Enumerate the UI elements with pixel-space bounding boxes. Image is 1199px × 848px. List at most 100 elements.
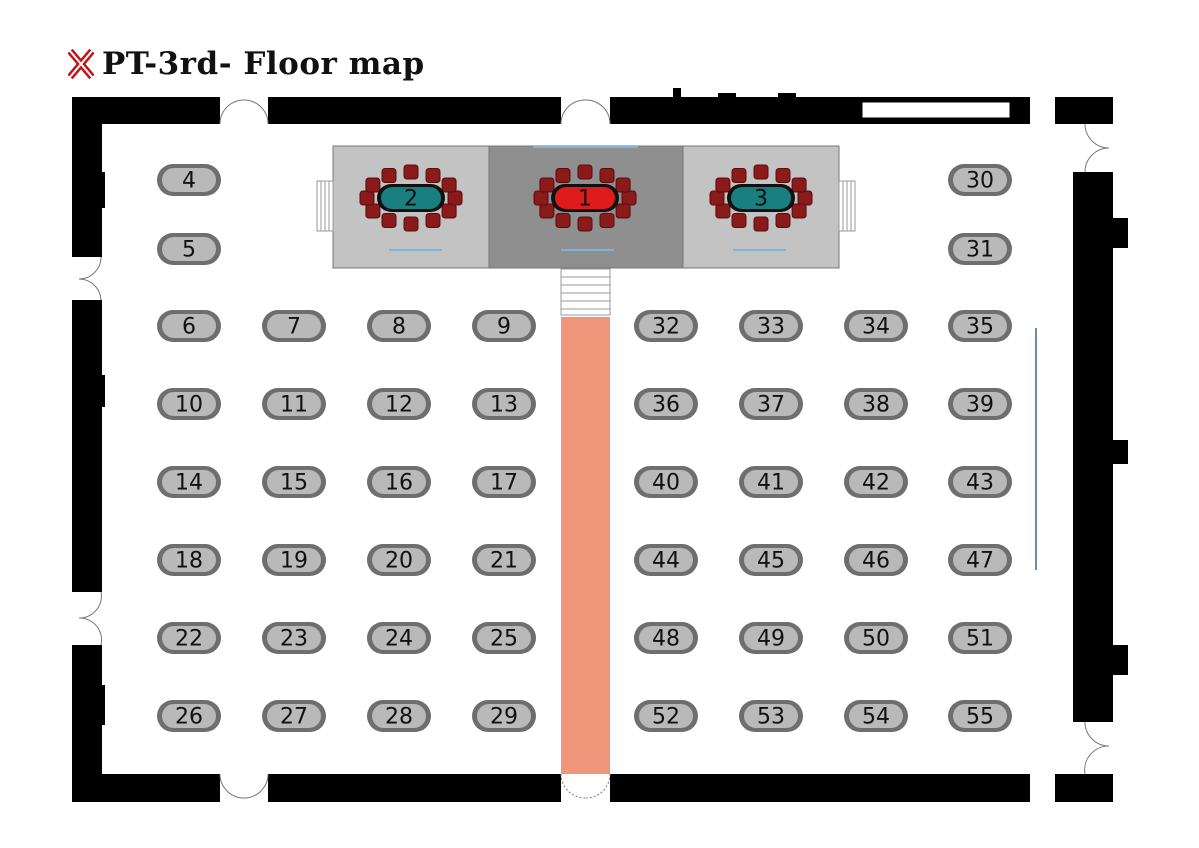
table-36[interactable]: 36 bbox=[634, 388, 698, 420]
table-label: 54 bbox=[862, 705, 890, 730]
chair-icon bbox=[791, 203, 807, 219]
table-29[interactable]: 29 bbox=[472, 700, 536, 732]
chair-icon bbox=[555, 167, 571, 183]
table-46[interactable]: 46 bbox=[844, 544, 908, 576]
table-49[interactable]: 49 bbox=[739, 622, 803, 654]
chair-icon bbox=[365, 177, 381, 193]
table-50[interactable]: 50 bbox=[844, 622, 908, 654]
table-8[interactable]: 8 bbox=[367, 310, 431, 342]
table-54[interactable]: 54 bbox=[844, 700, 908, 732]
table-32[interactable]: 32 bbox=[634, 310, 698, 342]
chair-icon bbox=[539, 203, 555, 219]
table-label: 47 bbox=[966, 549, 994, 574]
table-label: 10 bbox=[175, 393, 203, 418]
table-16[interactable]: 16 bbox=[367, 466, 431, 498]
chair-icon bbox=[447, 190, 463, 206]
table-label: 40 bbox=[652, 471, 680, 496]
table-38[interactable]: 38 bbox=[844, 388, 908, 420]
table-label: 46 bbox=[862, 549, 890, 574]
wall-window bbox=[861, 101, 1011, 119]
table-label: 43 bbox=[966, 471, 994, 496]
table-19[interactable]: 19 bbox=[262, 544, 326, 576]
table-35[interactable]: 35 bbox=[948, 310, 1012, 342]
table-12[interactable]: 12 bbox=[367, 388, 431, 420]
table-6[interactable]: 6 bbox=[157, 310, 221, 342]
table-11[interactable]: 11 bbox=[262, 388, 326, 420]
table-label: 36 bbox=[652, 393, 680, 418]
table-15[interactable]: 15 bbox=[262, 466, 326, 498]
table-40[interactable]: 40 bbox=[634, 466, 698, 498]
table-34[interactable]: 34 bbox=[844, 310, 908, 342]
x-logo-icon bbox=[68, 49, 94, 79]
table-25[interactable]: 25 bbox=[472, 622, 536, 654]
map-title-text: PT-3rd- Floor map bbox=[102, 46, 425, 82]
chair-icon bbox=[753, 216, 769, 232]
table-label: 12 bbox=[385, 393, 413, 418]
table-26[interactable]: 26 bbox=[157, 700, 221, 732]
chair-icon bbox=[381, 213, 397, 229]
table-7[interactable]: 7 bbox=[262, 310, 326, 342]
table-55[interactable]: 55 bbox=[948, 700, 1012, 732]
chair-icon bbox=[425, 167, 441, 183]
table-label: 45 bbox=[757, 549, 785, 574]
table-label: 37 bbox=[757, 393, 785, 418]
table-41[interactable]: 41 bbox=[739, 466, 803, 498]
table-21[interactable]: 21 bbox=[472, 544, 536, 576]
table-9[interactable]: 9 bbox=[472, 310, 536, 342]
table-13[interactable]: 13 bbox=[472, 388, 536, 420]
chair-icon bbox=[425, 213, 441, 229]
table-24[interactable]: 24 bbox=[367, 622, 431, 654]
table-label: 35 bbox=[966, 315, 994, 340]
table-53[interactable]: 53 bbox=[739, 700, 803, 732]
table-label: 27 bbox=[280, 705, 308, 730]
chair-icon bbox=[775, 167, 791, 183]
chair-icon bbox=[381, 167, 397, 183]
table-4[interactable]: 4 bbox=[157, 164, 221, 196]
table-label: 51 bbox=[966, 627, 994, 652]
table-10[interactable]: 10 bbox=[157, 388, 221, 420]
chair-icon bbox=[731, 167, 747, 183]
table-18[interactable]: 18 bbox=[157, 544, 221, 576]
chair-icon bbox=[615, 177, 631, 193]
feature-table-3[interactable]: 3 bbox=[709, 164, 813, 232]
table-51[interactable]: 51 bbox=[948, 622, 1012, 654]
table-5[interactable]: 5 bbox=[157, 233, 221, 265]
table-28[interactable]: 28 bbox=[367, 700, 431, 732]
chair-icon bbox=[403, 216, 419, 232]
chair-icon bbox=[441, 177, 457, 193]
table-47[interactable]: 47 bbox=[948, 544, 1012, 576]
feature-table-2[interactable]: 2 bbox=[359, 164, 463, 232]
table-label: 11 bbox=[280, 393, 308, 418]
table-23[interactable]: 23 bbox=[262, 622, 326, 654]
chair-icon bbox=[599, 213, 615, 229]
table-33[interactable]: 33 bbox=[739, 310, 803, 342]
table-42[interactable]: 42 bbox=[844, 466, 908, 498]
table-label: 8 bbox=[392, 315, 406, 340]
table-27[interactable]: 27 bbox=[262, 700, 326, 732]
chair-icon bbox=[539, 177, 555, 193]
table-label: 55 bbox=[966, 705, 994, 730]
table-label: 38 bbox=[862, 393, 890, 418]
table-37[interactable]: 37 bbox=[739, 388, 803, 420]
table-45[interactable]: 45 bbox=[739, 544, 803, 576]
chair-icon bbox=[709, 190, 725, 206]
table-label: 34 bbox=[862, 315, 890, 340]
table-22[interactable]: 22 bbox=[157, 622, 221, 654]
door-swing-icon bbox=[78, 99, 1110, 799]
table-39[interactable]: 39 bbox=[948, 388, 1012, 420]
table-label: 20 bbox=[385, 549, 413, 574]
table-20[interactable]: 20 bbox=[367, 544, 431, 576]
table-14[interactable]: 14 bbox=[157, 466, 221, 498]
table-31[interactable]: 31 bbox=[948, 233, 1012, 265]
table-52[interactable]: 52 bbox=[634, 700, 698, 732]
chair-icon bbox=[365, 203, 381, 219]
table-17[interactable]: 17 bbox=[472, 466, 536, 498]
chair-icon bbox=[797, 190, 813, 206]
table-label: 19 bbox=[280, 549, 308, 574]
table-48[interactable]: 48 bbox=[634, 622, 698, 654]
feature-table-1[interactable]: 1 bbox=[533, 164, 637, 232]
table-44[interactable]: 44 bbox=[634, 544, 698, 576]
table-43[interactable]: 43 bbox=[948, 466, 1012, 498]
table-30[interactable]: 30 bbox=[948, 164, 1012, 196]
table-label: 42 bbox=[862, 471, 890, 496]
